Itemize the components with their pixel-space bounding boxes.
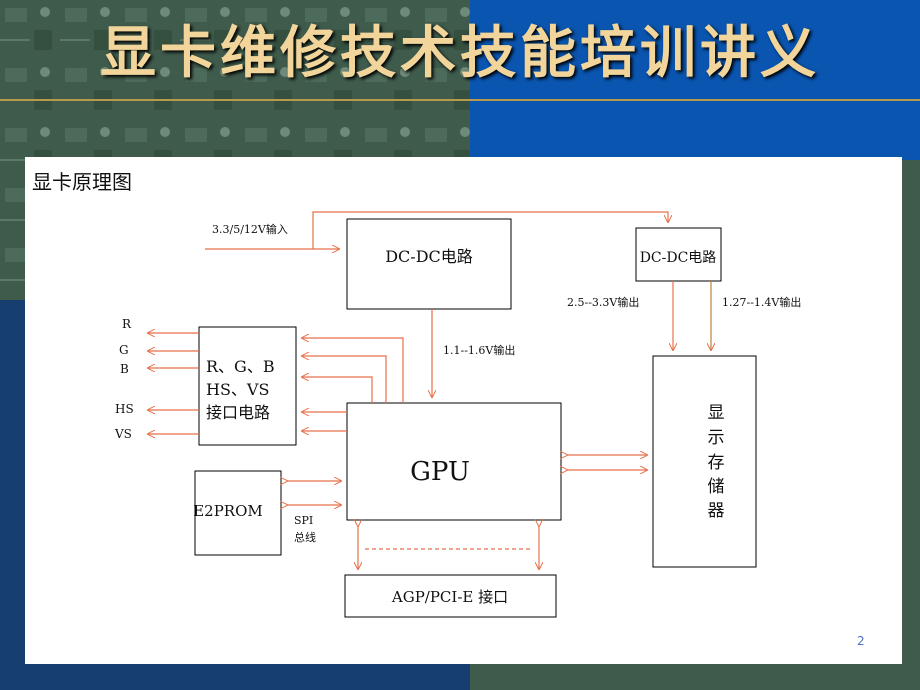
memory-char-3: 存 xyxy=(708,453,725,473)
signal-g: G xyxy=(119,343,129,357)
memory-char-1: 显 xyxy=(708,403,725,423)
rgb-block-line-1: R、G、B xyxy=(206,357,275,376)
gpu-label: GPU xyxy=(410,457,470,487)
signal-r: R xyxy=(122,317,132,331)
slide-title: 显卡维修技术技能培训讲义 xyxy=(100,20,820,86)
rgb-interface-box xyxy=(198,326,297,446)
dcdc-main-label: DC-DC电路 xyxy=(385,247,473,266)
out-127-14-label: 1.27--1.4V输出 xyxy=(722,295,801,309)
dcdc-main-box xyxy=(346,218,512,310)
memory-box xyxy=(652,355,757,568)
memory-char-2: 示 xyxy=(708,428,725,448)
signal-vs: VS xyxy=(114,427,132,441)
bus-interface-box xyxy=(344,574,557,618)
gpu-box xyxy=(346,402,562,521)
signal-hs: HS xyxy=(115,402,134,416)
spi-label-line-2: 总线 xyxy=(294,530,316,544)
memory-char-4: 储 xyxy=(708,477,725,497)
dcdc-small-label: DC-DC电路 xyxy=(640,250,717,266)
rgb-block-line-2: HS、VS xyxy=(206,380,269,399)
page-number: 2 xyxy=(857,634,865,648)
gpu-rgb-link-3 xyxy=(302,377,373,403)
out-11-16-label: 1.1--1.6V输出 xyxy=(443,343,515,357)
spi-label-line-1: SPI xyxy=(294,514,313,527)
input-label: 3.3/5/12V输入 xyxy=(212,222,288,236)
memory-char-5: 器 xyxy=(708,501,725,521)
out-25-33-label: 2.5--3.3V输出 xyxy=(567,295,639,309)
diagram-title: 显卡原理图 xyxy=(32,170,132,194)
dcdc-small-box xyxy=(635,227,722,282)
gpu-rgb-link-1 xyxy=(302,338,404,403)
e2prom-label: E2PROM xyxy=(193,502,263,520)
e2prom-box xyxy=(194,470,282,556)
title-underline xyxy=(0,99,920,101)
bus-interface-label: AGP/PCI-E 接口 xyxy=(391,588,508,606)
signal-b: B xyxy=(120,362,129,376)
input-branch-line xyxy=(312,211,668,249)
gpu-rgb-link-2 xyxy=(302,356,387,403)
rgb-block-line-3: 接口电路 xyxy=(206,403,270,422)
